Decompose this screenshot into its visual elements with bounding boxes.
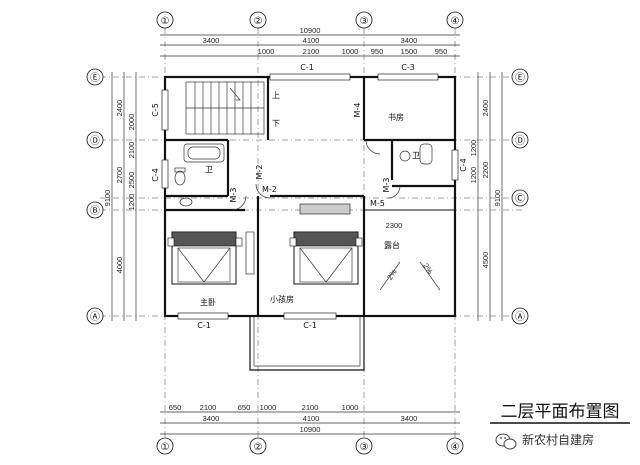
staircase: 上 下 [185, 81, 280, 135]
dim-text: 3400 [401, 414, 418, 423]
axis-label: ④ [451, 442, 460, 453]
interior-walls [165, 77, 455, 316]
axis-label: ② [254, 16, 263, 27]
dim-text: 1200 [469, 167, 478, 184]
watermark: 新农村自建房 [495, 432, 594, 450]
axis-label: ③ [360, 442, 369, 453]
axis-label: Ⓑ [90, 205, 100, 217]
top-dimensions: 10900 3400 4100 3400 1000 2100 1000 950 … [160, 26, 460, 57]
dim-text: 1000 [342, 403, 359, 412]
dim-text: 2200 [481, 162, 490, 179]
window-label: C-3 [401, 63, 415, 72]
dim-text: 2100 [200, 403, 217, 412]
stair-down-label: 下 [272, 119, 280, 128]
dim-text: 3400 [203, 36, 220, 45]
dim-text: 10900 [300, 26, 321, 35]
watermark-text: 新农村自建房 [522, 432, 594, 447]
dim-text: 9100 [103, 190, 112, 207]
dim-text: 3400 [401, 36, 418, 45]
dim-text: 4000 [115, 257, 124, 274]
dim-text: 2100 [127, 142, 136, 159]
window-label: C-5 [151, 103, 160, 117]
dim-text: 2100 [302, 403, 319, 412]
axis-label: Ⓓ [90, 135, 100, 147]
door-label: M-3 [229, 188, 238, 203]
axis-label: Ⓔ [515, 72, 525, 84]
window-label: C-1 [300, 63, 314, 72]
dim-text: 2700 [115, 167, 124, 184]
door-label: M-5 [370, 199, 385, 208]
door-label: M-2 [262, 185, 277, 194]
dim-text: 1200 [127, 194, 136, 211]
dim-text: 2400 [481, 100, 490, 117]
dim-text: 9100 [493, 190, 502, 207]
right-dimensions: 9100 2400 2200 4500 1200 1200 [469, 72, 503, 321]
door-label: M-2 [255, 165, 264, 180]
bottom-dimensions: 650 2100 650 1000 2100 1000 3400 4100 34… [160, 403, 460, 435]
dim-text: 950 [435, 47, 448, 56]
dim-text: 1000 [342, 47, 359, 56]
door-labels: M-2 M-2 M-3 M-3 M-4 M-5 [229, 103, 401, 211]
axis-bubbles-side: Ⓔ Ⓓ Ⓑ Ⓐ Ⓔ Ⓓ Ⓒ Ⓐ [86, 68, 529, 325]
windows: C-1 C-3 C-5 C-4 C-4 C-1 C-1 [151, 63, 468, 330]
door-label: M-3 [382, 178, 391, 193]
axis-label: ① [161, 442, 170, 453]
axis-bubbles-top: ① ② ③ ④ [156, 11, 464, 29]
axis-label: Ⓐ [515, 311, 525, 323]
window-label: C-1 [197, 321, 211, 330]
axis-label: Ⓓ [515, 135, 525, 147]
axis-label: ④ [451, 16, 460, 27]
dim-text: 1000 [258, 47, 275, 56]
room-master-bedroom: 主卧 [200, 297, 216, 307]
dim-text: 3400 [203, 414, 220, 423]
dim-text: 2400 [115, 100, 124, 117]
dim-text: 650 [169, 403, 182, 412]
room-study: 书房 [388, 112, 404, 122]
child-bed [289, 203, 363, 285]
axis-label: ③ [360, 16, 369, 27]
slope-label: 2% [421, 262, 435, 276]
dim-text: 4100 [303, 36, 320, 45]
axis-label: ① [161, 16, 170, 27]
room-wc-2: 卫 [412, 151, 420, 160]
dim-text: 1500 [401, 47, 418, 56]
dim-text: 1000 [260, 403, 277, 412]
dim-text: 2100 [303, 47, 320, 56]
dim-text: 4100 [303, 414, 320, 423]
room-wc-1: 卫 [205, 165, 213, 174]
terrace: 2300 2% 2% [379, 221, 441, 291]
axis-label: Ⓐ [90, 311, 100, 323]
window-label: C-4 [151, 168, 160, 182]
window-label: C-4 [459, 158, 468, 172]
dim-text: 950 [371, 47, 384, 56]
terrace-dim: 2300 [386, 221, 403, 230]
dim-text: 10900 [300, 425, 321, 434]
dim-text: 1200 [469, 140, 478, 157]
axis-label: ② [254, 442, 263, 453]
room-terrace: 露台 [384, 240, 400, 250]
bathroom-fixtures [174, 143, 433, 207]
dim-text: 2500 [127, 172, 136, 189]
room-labels: 书房 主卧 小孩房 露台 卫 卫 [200, 112, 420, 307]
left-dimensions: 9100 2400 2700 4000 2000 2100 2500 1200 [103, 72, 137, 321]
room-child-bedroom: 小孩房 [270, 294, 294, 304]
dim-text: 650 [238, 403, 251, 412]
master-bed [167, 231, 255, 285]
drawing-title: 二层平面布置图 [490, 402, 630, 424]
dim-text: 4500 [481, 252, 490, 269]
dim-text: 2000 [127, 114, 136, 131]
axis-label: Ⓒ [515, 193, 525, 205]
door-label: M-4 [353, 103, 362, 118]
axis-bubbles-bottom: ① ② ③ ④ [156, 437, 464, 455]
axis-label: Ⓔ [90, 72, 100, 84]
plan-title: 二层平面布置图 [501, 402, 620, 422]
wechat-icon [495, 433, 517, 450]
stair-up-label: 上 [272, 91, 280, 100]
window-label: C-1 [303, 321, 317, 330]
